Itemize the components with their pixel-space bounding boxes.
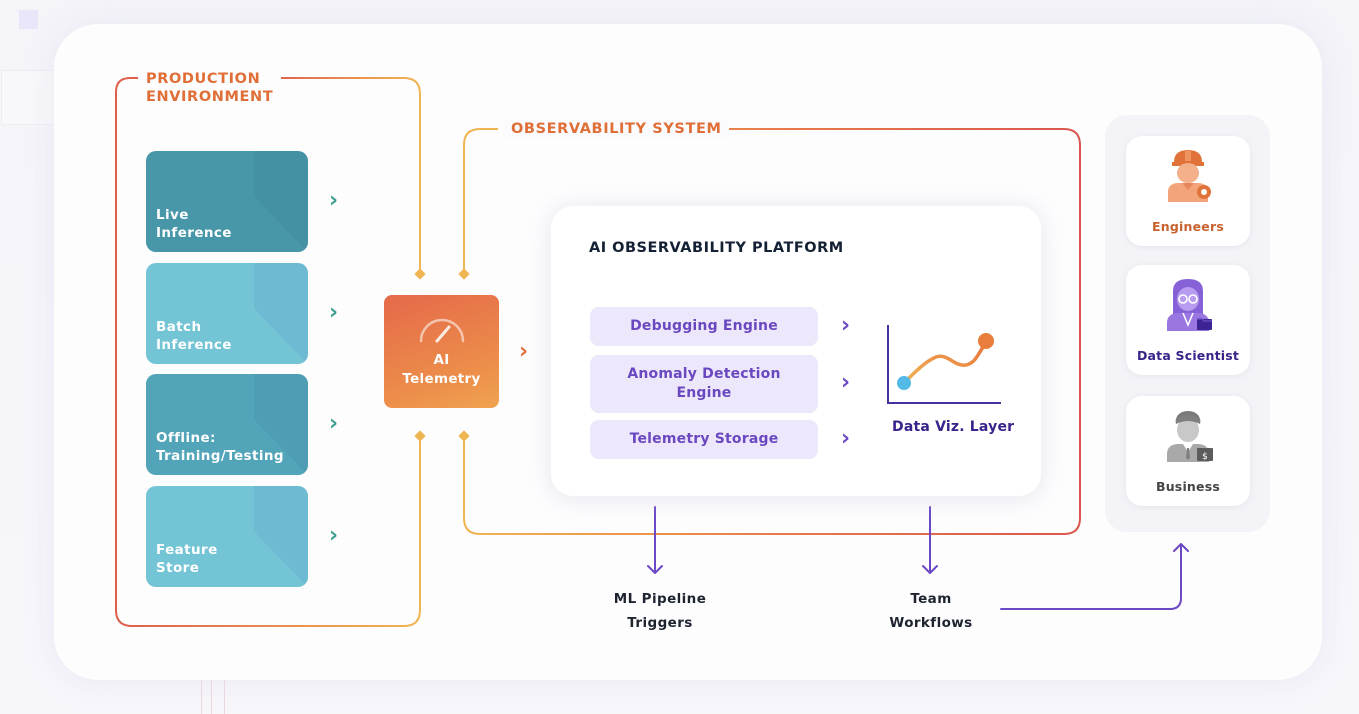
source-label-line1: Batch: [156, 319, 202, 335]
production-label-line1: PRODUCTION: [146, 71, 261, 87]
output-ml-pipeline-triggers: ML Pipeline Triggers: [600, 587, 720, 635]
user-label: Engineers: [1152, 219, 1224, 234]
source-label-line1: Feature: [156, 542, 218, 558]
source-feature-store[interactable]: Feature Store: [146, 486, 308, 587]
production-environment-label: PRODUCTION ENVIRONMENT: [138, 70, 282, 106]
telemetry-label-line2: Telemetry: [402, 371, 481, 387]
svg-text:$: $: [1202, 452, 1208, 462]
source-batch-inference[interactable]: Batch Inference: [146, 263, 308, 364]
engine-telemetry-storage[interactable]: Telemetry Storage: [590, 420, 818, 459]
chevron-right-icon: ›: [841, 313, 851, 338]
engine-label: Telemetry Storage: [629, 431, 779, 447]
chevron-right-icon: ›: [841, 370, 851, 395]
ai-telemetry-node[interactable]: AI Telemetry: [384, 295, 499, 408]
source-label-line2: Inference: [156, 337, 232, 353]
gauge-icon: [419, 318, 465, 343]
user-card-engineers[interactable]: Engineers: [1126, 136, 1250, 246]
chevron-right-icon: ›: [329, 523, 339, 548]
source-label-line2: Store: [156, 560, 200, 576]
source-label-line1: Live: [156, 207, 189, 223]
chevron-right-icon: ›: [841, 426, 851, 451]
user-label: Data Scientist: [1136, 348, 1240, 363]
engine-anomaly-detection[interactable]: Anomaly Detection Engine: [590, 355, 818, 413]
decorative-lines: [201, 680, 225, 714]
source-label-line2: Inference: [156, 225, 232, 241]
decorative-box: [1, 70, 55, 125]
output-team-workflows: Team Workflows: [871, 587, 991, 635]
user-card-business[interactable]: $ Business: [1126, 396, 1250, 506]
platform-title: AI OBSERVABILITY PLATFORM: [589, 240, 844, 256]
source-live-inference[interactable]: Live Inference: [146, 151, 308, 252]
line-chart-icon: [887, 325, 1001, 404]
chevron-right-icon: ›: [329, 411, 339, 436]
data-scientist-icon: [1167, 279, 1212, 331]
output-label-line2: Workflows: [889, 615, 973, 631]
chevron-right-icon: ›: [329, 300, 339, 325]
engine-label-line1: Anomaly Detection: [627, 366, 781, 382]
business-person-icon: $: [1167, 411, 1213, 462]
engine-label: Debugging Engine: [630, 318, 778, 334]
chevron-right-icon: ›: [519, 339, 529, 364]
source-label-line1: Offline:: [156, 430, 216, 446]
user-card-data-scientist[interactable]: Data Scientist: [1126, 265, 1250, 375]
source-label-line2: Training/Testing: [156, 448, 284, 464]
engine-label-line2: Engine: [676, 385, 732, 401]
ai-observability-platform: AI OBSERVABILITY PLATFORM Debugging Engi…: [551, 206, 1041, 496]
production-label-line2: ENVIRONMENT: [146, 89, 274, 105]
user-label: Business: [1155, 479, 1220, 494]
output-label-line1: ML Pipeline: [613, 591, 707, 607]
chevron-right-icon: ›: [329, 188, 339, 213]
observability-system-label: OBSERVABILITY SYSTEM: [503, 120, 730, 138]
output-label-line1: Team: [910, 591, 952, 607]
engineer-icon: [1168, 150, 1211, 202]
source-offline-training-testing[interactable]: Offline: Training/Testing: [146, 374, 308, 475]
output-label-line2: Triggers: [627, 615, 693, 631]
telemetry-label-line1: AI: [433, 352, 450, 368]
data-viz-layer-label: Data Viz. Layer: [892, 419, 1015, 435]
engine-debugging[interactable]: Debugging Engine: [590, 307, 818, 346]
decorative-square: [19, 10, 38, 29]
